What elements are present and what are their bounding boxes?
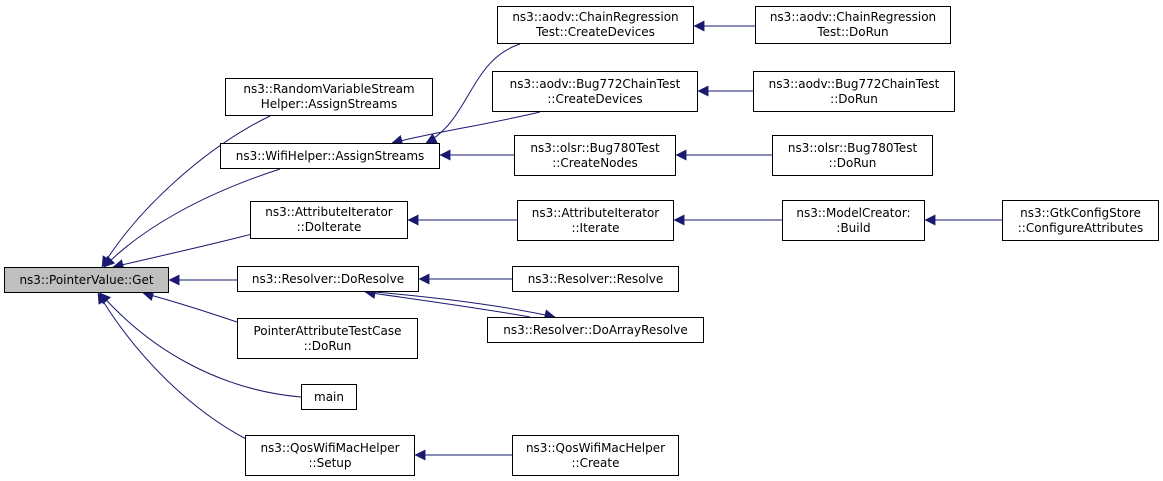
- node-label: ::Setup: [308, 455, 352, 470]
- node-label: ns3::ModelCreator:: [796, 205, 911, 220]
- node-modelcreator-build[interactable]: ns3::ModelCreator: :Build: [782, 200, 925, 241]
- node-label: ns3::aodv::ChainRegression: [512, 10, 679, 24]
- node-chainregression-dorun[interactable]: ns3::aodv::ChainRegression Test::DoRun: [755, 6, 951, 44]
- node-attributeiterator-iterate[interactable]: ns3::AttributeIterator ::Iterate: [517, 200, 674, 241]
- node-label: ns3::QosWifiMacHelper: [525, 440, 666, 455]
- node-wifihelper-assign-streams[interactable]: ns3::WifiHelper::AssignStreams: [220, 143, 440, 169]
- node-attributeiterator-doiterate[interactable]: ns3::AttributeIterator ::DoIterate: [250, 201, 408, 239]
- node-label: ::Iterate: [571, 220, 620, 235]
- node-label: ns3::Resolver::DoArrayResolve: [503, 322, 688, 337]
- node-label: ::ConfigureAttributes: [1017, 220, 1144, 235]
- node-label: PointerAttributeTestCase: [253, 323, 402, 338]
- node-label: main: [314, 389, 344, 404]
- edge-resolver-doarrayresolve-to-resolver-doresolve: [364, 288, 531, 318]
- node-label: ::DoRun: [830, 91, 878, 106]
- edge-random-variable-stream-helper-to-pointervalue-get: [101, 115, 271, 268]
- node-label: ::DoRun: [303, 338, 352, 353]
- node-label: ns3::Resolver::DoResolve: [251, 271, 405, 286]
- edge-attributeiterator-doiterate-to-pointervalue-get: [112, 233, 253, 270]
- node-main[interactable]: main: [301, 384, 357, 410]
- node-label: ns3::aodv::ChainRegression: [769, 10, 937, 24]
- node-label: ::CreateNodes: [552, 155, 638, 170]
- edge-wifihelper-assignstreams-to-pointervalue-get: [103, 168, 281, 268]
- node-random-variable-stream-helper-assign-streams[interactable]: ns3::RandomVariableStream Helper::Assign…: [225, 78, 433, 116]
- node-label: ns3::PointerValue::Get: [19, 272, 154, 287]
- node-label: ns3::aodv::Bug772ChainTest: [768, 76, 940, 91]
- node-label: ::DoIterate: [296, 220, 362, 234]
- node-label: ns3::GtkConfigStore: [1020, 205, 1141, 220]
- node-label: ::DoRun: [828, 155, 877, 170]
- node-label: ns3::WifiHelper::AssignStreams: [235, 148, 425, 163]
- edge-resolver-doresolve-to-resolver-doarrayresolve: [374, 291, 556, 321]
- node-label: ns3::AttributeIterator: [265, 205, 393, 219]
- edge-bug772-createdevices-to-wifihelper-assignstreams: [391, 111, 541, 146]
- node-resolver-resolve[interactable]: ns3::Resolver::Resolve: [512, 266, 679, 292]
- node-label: :Build: [836, 220, 871, 235]
- node-label: Test::CreateDevices: [536, 25, 655, 39]
- node-qoswifimachelper-setup[interactable]: ns3::QosWifiMacHelper ::Setup: [245, 435, 415, 476]
- node-qoswifimachelper-create[interactable]: ns3::QosWifiMacHelper ::Create: [512, 435, 679, 476]
- node-chainregression-createdevices[interactable]: ns3::aodv::ChainRegression Test::CreateD…: [497, 6, 694, 44]
- node-resolver-doarrayresolve[interactable]: ns3::Resolver::DoArrayResolve: [487, 317, 704, 343]
- edge-chainregression-createdevices-to-wifihelper-assignstreams: [425, 43, 521, 144]
- node-label: Test::DoRun: [817, 25, 889, 39]
- node-bug772-dorun[interactable]: ns3::aodv::Bug772ChainTest ::DoRun: [753, 71, 955, 112]
- node-label: ns3::olsr::Bug780Test: [787, 140, 918, 155]
- node-label: ns3::QosWifiMacHelper: [260, 440, 400, 455]
- node-resolver-doresolve[interactable]: ns3::Resolver::DoResolve: [237, 266, 419, 292]
- node-bug780-createnodes[interactable]: ns3::olsr::Bug780Test ::CreateNodes: [514, 135, 676, 176]
- node-label: Helper::AssignStreams: [260, 97, 398, 111]
- node-label: ns3::AttributeIterator: [531, 205, 660, 220]
- node-label: ns3::Resolver::Resolve: [527, 271, 664, 286]
- node-label: ns3::RandomVariableStream: [243, 82, 415, 96]
- node-label: ::CreateDevices: [547, 91, 643, 106]
- node-bug772-createdevices[interactable]: ns3::aodv::Bug772ChainTest ::CreateDevic…: [492, 71, 698, 112]
- node-gtkconfigstore-configureattributes[interactable]: ns3::GtkConfigStore ::ConfigureAttribute…: [1002, 200, 1159, 241]
- edge-main-to-pointervalue-get: [99, 292, 302, 398]
- node-pointerattributetestcase-dorun[interactable]: PointerAttributeTestCase ::DoRun: [237, 318, 418, 359]
- edge-pointerattributetestcase-dorun-to-pointervalue-get: [142, 290, 241, 324]
- node-label: ns3::olsr::Bug780Test: [530, 140, 660, 155]
- node-label: ::Create: [571, 455, 620, 470]
- edge-qoswifimachelper-setup-to-pointervalue-get: [97, 292, 249, 441]
- node-bug780-dorun[interactable]: ns3::olsr::Bug780Test ::DoRun: [772, 135, 933, 176]
- node-label: ns3::aodv::Bug772ChainTest: [509, 76, 681, 91]
- node-pointervalue-get[interactable]: ns3::PointerValue::Get: [4, 267, 169, 293]
